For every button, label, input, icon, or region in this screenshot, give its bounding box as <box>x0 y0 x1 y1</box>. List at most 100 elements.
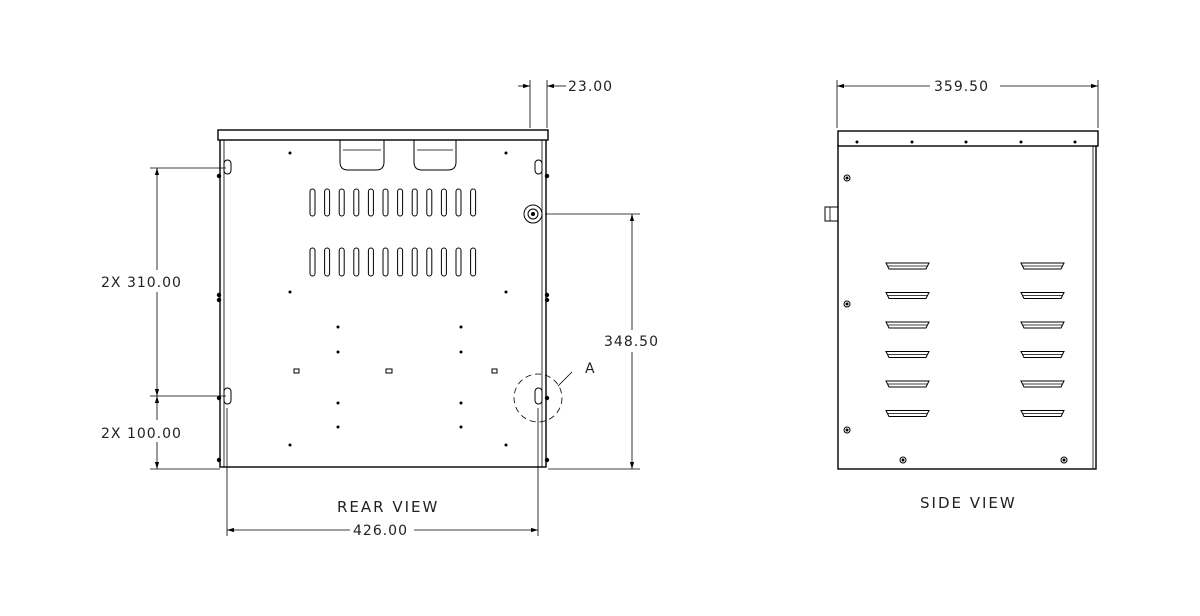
panel-hole <box>504 443 508 447</box>
rear-dimensions: 23.00 2X 310.00 2X 100.00 348.50 426.00 <box>101 79 659 539</box>
panel-hole <box>504 290 508 294</box>
panel-hole <box>459 401 463 405</box>
vent-slot <box>440 188 447 217</box>
vent-slot <box>338 188 345 217</box>
side-vent-louver <box>1020 410 1065 417</box>
lid-rivet <box>1019 140 1023 144</box>
vent-slot <box>309 188 316 217</box>
panel-hole <box>459 325 463 329</box>
side-vent-louver <box>1020 351 1065 358</box>
panel-hole <box>336 350 340 354</box>
panel-hole <box>288 443 292 447</box>
panel-hole <box>336 325 340 329</box>
side-fasteners <box>843 140 1077 464</box>
vent-slot <box>324 188 331 217</box>
lid-rivet <box>964 140 968 144</box>
edge-fastener <box>216 292 222 298</box>
side-view-title: SIDE VIEW <box>920 494 1017 512</box>
panel-hole <box>504 151 508 155</box>
side-screw <box>843 300 851 308</box>
edge-fastener <box>544 297 550 303</box>
panel-hole <box>288 290 292 294</box>
vent-slot <box>455 188 462 217</box>
side-vent-louver <box>1020 321 1065 329</box>
vent-slot <box>455 247 462 277</box>
vent-slot <box>411 188 418 217</box>
rear-enclosure-lid <box>217 129 549 141</box>
side-screw <box>843 426 851 434</box>
detail-circle-a <box>513 373 563 423</box>
mount-slot-top-right <box>534 159 543 175</box>
edge-fastener <box>216 297 222 303</box>
vent-slot <box>353 247 360 277</box>
dim-depth-label: 359.50 <box>934 79 989 95</box>
side-screw <box>1060 456 1068 464</box>
panel-hole <box>336 401 340 405</box>
side-screw <box>843 174 851 182</box>
vent-slot <box>382 188 389 217</box>
side-vent-louver <box>885 321 930 329</box>
cable-gland <box>523 204 543 224</box>
rear-view: A <box>216 129 596 468</box>
side-vent-louver <box>1020 292 1065 299</box>
side-view <box>824 130 1099 470</box>
vent-slot <box>367 247 374 277</box>
edge-fastener <box>544 395 550 401</box>
side-vent-louver <box>885 380 930 388</box>
edge-fastener <box>544 457 550 463</box>
panel-hole <box>336 425 340 429</box>
side-vent-louver <box>885 410 930 417</box>
rear-panel-holes <box>288 151 508 447</box>
vent-slot <box>338 247 345 277</box>
side-dimensions: 359.50 <box>836 79 1099 128</box>
side-vent-louvers <box>885 262 1065 417</box>
vent-slot <box>440 247 447 277</box>
lid-rivet <box>1073 140 1077 144</box>
rear-view-title: REAR VIEW <box>337 498 439 516</box>
panel-hole <box>459 425 463 429</box>
lid-rivet <box>855 140 859 144</box>
handle-left <box>339 140 385 171</box>
vent-slot <box>324 247 331 277</box>
mount-slot-top-left <box>223 159 232 175</box>
rear-rect-hole-2 <box>385 368 393 374</box>
side-vent-louver <box>885 262 930 270</box>
detail-label-a: A <box>585 361 596 377</box>
vent-slot <box>382 247 389 277</box>
vent-slot <box>397 247 404 277</box>
dim-width-label: 426.00 <box>353 523 408 539</box>
vent-slot <box>426 247 433 277</box>
edge-fastener <box>544 173 550 179</box>
rear-vent-louvers <box>309 188 477 277</box>
vent-slot <box>367 188 374 217</box>
lid-rivet <box>910 140 914 144</box>
edge-fastener <box>216 173 222 179</box>
vent-slot <box>426 188 433 217</box>
rear-rect-hole-1 <box>293 368 300 374</box>
rear-rect-hole-3 <box>491 368 498 374</box>
edge-fasteners <box>216 173 550 463</box>
edge-fastener <box>544 292 550 298</box>
side-screw <box>899 456 907 464</box>
edge-fastener <box>216 457 222 463</box>
panel-hole <box>288 151 292 155</box>
dim-height-label: 348.50 <box>604 334 659 350</box>
edge-fastener <box>216 395 222 401</box>
side-enclosure-body <box>837 144 1097 470</box>
rear-enclosure-body <box>219 137 547 468</box>
dim-hole-spacing-label: 2X 310.00 <box>101 275 182 291</box>
side-cable-gland <box>824 206 839 222</box>
panel-hole <box>459 350 463 354</box>
vent-slot <box>470 247 477 277</box>
dim-offset-label: 23.00 <box>568 79 613 95</box>
handle-right <box>413 140 457 171</box>
side-vent-louver <box>885 292 930 299</box>
vent-slot <box>397 188 404 217</box>
vent-slot <box>353 188 360 217</box>
vent-slot <box>470 188 477 217</box>
side-vent-louver <box>885 351 930 358</box>
mount-slot-bottom-right <box>534 387 543 405</box>
vent-slot <box>411 247 418 277</box>
side-vent-louver <box>1020 380 1065 388</box>
